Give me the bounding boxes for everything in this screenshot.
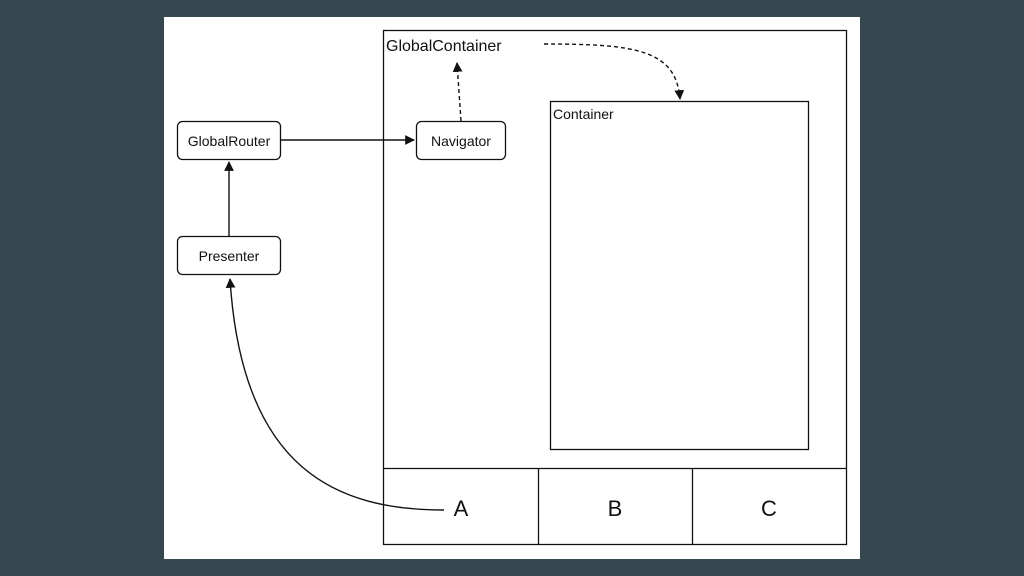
presenter-label: Presenter <box>199 248 260 264</box>
tab-a-label: A <box>454 496 469 521</box>
dashed-arrow-navigator-to-global-container <box>452 62 463 122</box>
presenter-node <box>176 235 282 276</box>
container-box <box>549 100 810 451</box>
container-label: Container <box>553 106 614 122</box>
global-container-label: GlobalContainer <box>386 38 502 55</box>
tab-c-label: C <box>761 496 777 521</box>
global-router-label: GlobalRouter <box>188 133 271 149</box>
arrow-tab-a-to-presenter <box>225 278 445 511</box>
global-router-node <box>176 120 282 161</box>
navigator-label: Navigator <box>431 133 491 149</box>
architecture-diagram: GlobalContainer Container A B C GlobalRo… <box>176 29 848 546</box>
tab-b-label: B <box>608 496 623 521</box>
navigator-node <box>415 120 507 161</box>
dashed-arrow-global-container-to-container <box>543 43 685 100</box>
slide: GlobalContainer Container A B C GlobalRo… <box>164 17 860 559</box>
